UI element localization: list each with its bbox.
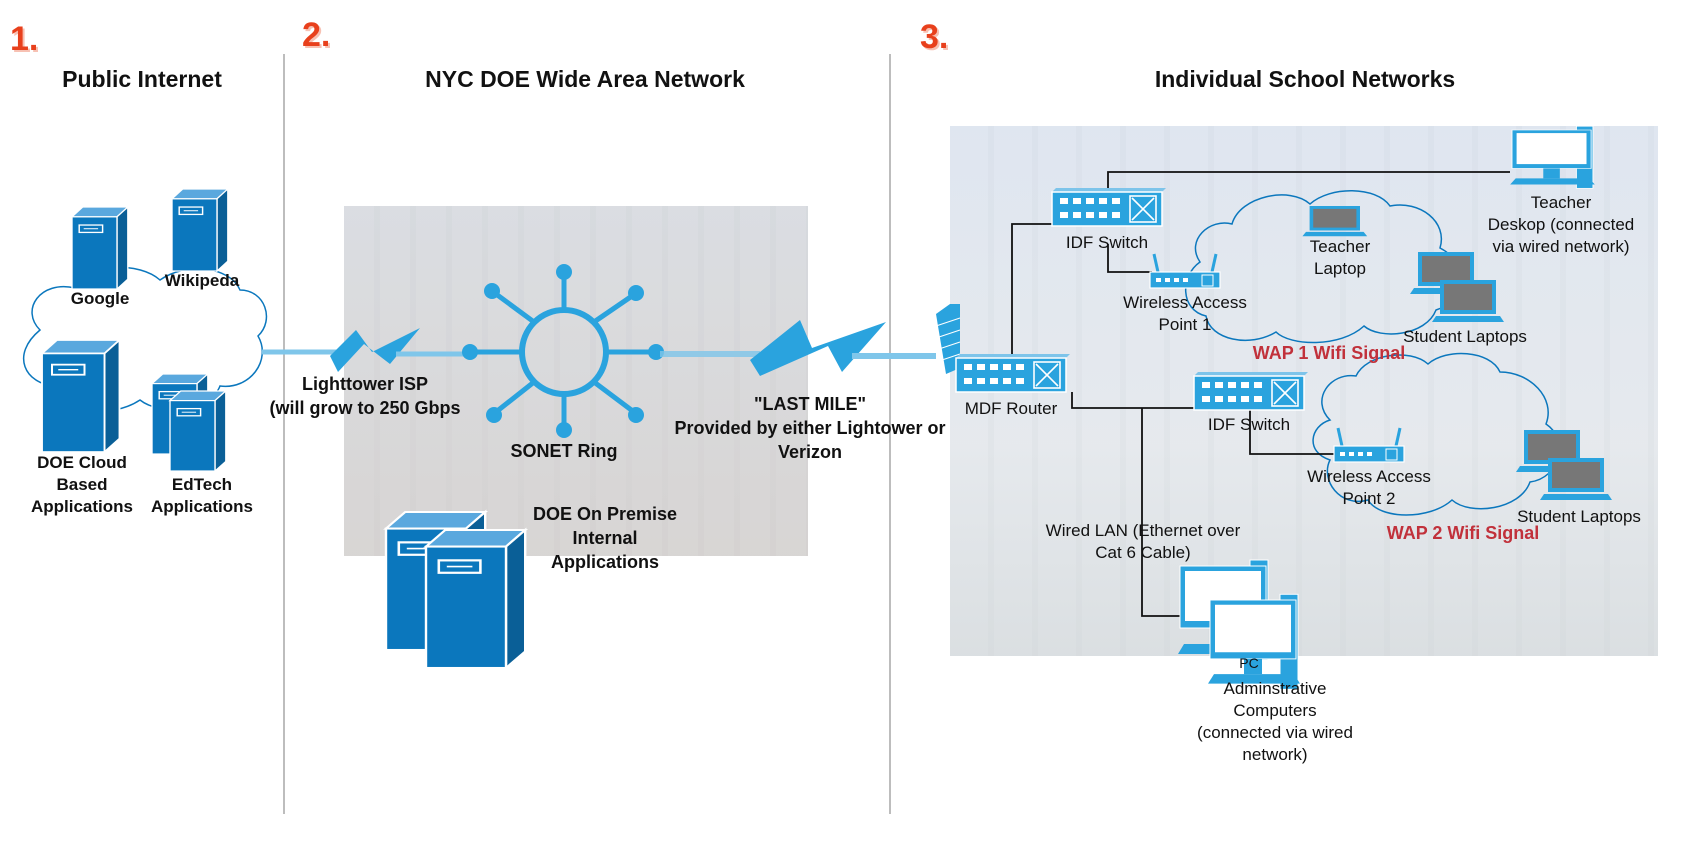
label-wikipedia: Wikipeda — [164, 271, 240, 290]
wap2-icon — [1332, 426, 1406, 464]
label-wap1-signal: WAP 1 Wifi Signal — [1252, 343, 1406, 363]
label-wap1: Wireless Access Point 1 — [1123, 293, 1247, 334]
label-student-laptops-2: Student Laptops — [1517, 507, 1641, 526]
label-google: Google — [70, 289, 130, 308]
section-title-wan: NYC DOE Wide Area Network — [425, 66, 745, 92]
label-doe-on-premise: DOE On Premise Internal Applications — [532, 504, 678, 572]
label-last-mile: "LAST MILE" Provided by either Lightower… — [674, 394, 946, 462]
label-lighttower-isp: Lighttower ISP (will grow to 250 Gbps — [269, 374, 461, 418]
label-doe-cloud: DOE Cloud Based Applications — [30, 453, 133, 516]
section-number-1: 1. — [10, 20, 39, 58]
admin-computer-front-icon — [1207, 593, 1301, 690]
google-server-icon — [71, 206, 129, 290]
label-mdf-router: MDF Router — [964, 399, 1058, 418]
section-number-2: 2. — [302, 16, 331, 54]
section-title-school-networks: Individual School Networks — [1154, 66, 1456, 92]
mdf-idf2-wire — [1071, 392, 1194, 409]
label-pc-tag: PC — [1239, 655, 1259, 671]
wikipedia-server-icon — [171, 188, 229, 272]
teacher-laptop-icon — [1302, 206, 1368, 237]
wired-lan-wire — [1141, 408, 1188, 617]
label-teacher-desktop: Teacher Deskop (connected via wired netw… — [1487, 193, 1635, 256]
idf1-desktop-wire — [1107, 171, 1510, 206]
idf-switch-1-icon — [1051, 187, 1167, 227]
edtech-server-front-icon — [169, 390, 227, 472]
firewall-icon — [935, 304, 961, 374]
idf2-wap2-wire — [1249, 410, 1336, 455]
mdf-router-icon — [955, 353, 1071, 393]
label-wired-lan: Wired LAN (Ethernet over Cat 6 Cable) — [1045, 521, 1241, 562]
student-laptop-2b-icon — [1540, 458, 1612, 500]
divider-2 — [889, 54, 891, 814]
section-title-public-internet: Public Internet — [62, 66, 222, 92]
idf-switch-2-icon — [1193, 371, 1309, 411]
label-student-laptops-1: Student Laptops — [1403, 327, 1527, 346]
wan-background-photo — [344, 206, 808, 556]
idf1-wap1-wire — [1107, 244, 1152, 273]
divider-1 — [283, 54, 285, 814]
label-admin-computers: Adminstrative Computers (connected via w… — [1197, 679, 1353, 764]
label-idf-switch-1: IDF Switch — [1065, 233, 1149, 252]
label-wap2: Wireless Access Point 2 — [1307, 467, 1431, 508]
sonet-ring-icon — [462, 264, 664, 438]
last-mile-lightning-icon — [750, 320, 886, 376]
doe-cloud-server-icon — [41, 339, 121, 453]
wap1-icon — [1148, 252, 1222, 290]
label-sonet-ring: SONET Ring — [510, 441, 618, 461]
label-wap2-signal: WAP 2 Wifi Signal — [1386, 523, 1540, 543]
isp-lightning-icon — [330, 328, 420, 372]
teacher-desktop-icon — [1509, 125, 1596, 189]
label-edtech: EdTech Applications — [150, 475, 253, 516]
section-number-3: 3. — [920, 18, 949, 56]
student-laptop-1b-icon — [1432, 280, 1504, 322]
label-idf-switch-2: IDF Switch — [1207, 415, 1291, 434]
mdf-idf1-wire — [1011, 223, 1052, 356]
label-teacher-laptop: Teacher Laptop — [1309, 237, 1371, 278]
